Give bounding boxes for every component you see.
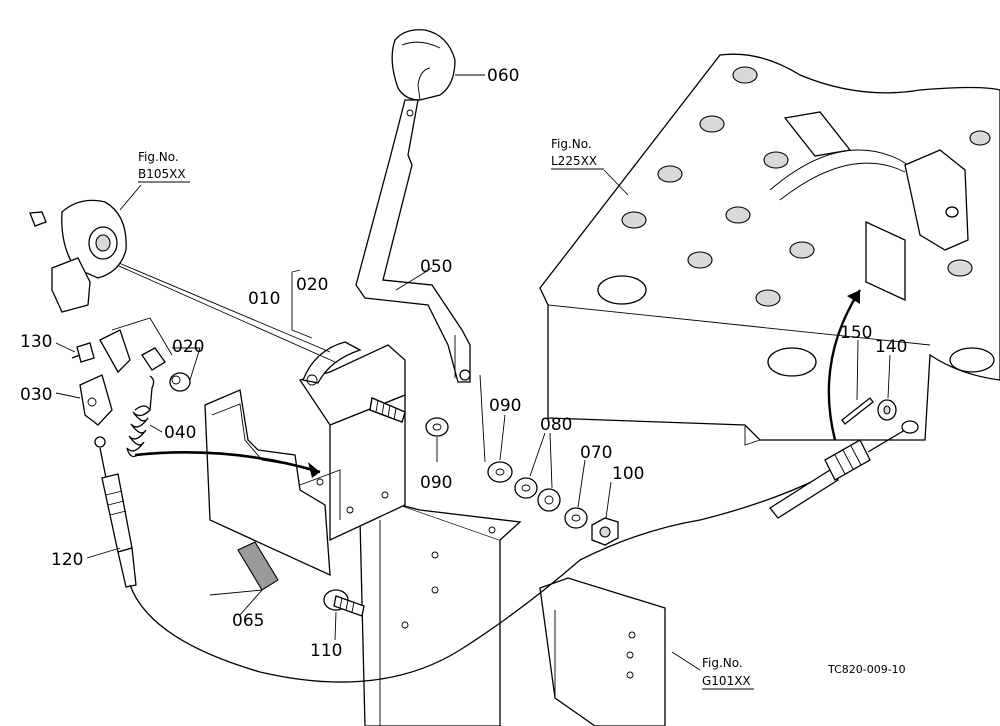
bolt-110: [323, 589, 365, 617]
washer-080-b: [537, 488, 561, 512]
label-065: 065: [232, 611, 264, 631]
shift-lever: [355, 99, 471, 383]
spring-bracket: [79, 317, 173, 426]
label-140: 140: [875, 337, 907, 357]
part-labels: 060 050 010 020 020 130 030 040 120 065 …: [20, 66, 907, 661]
label-060: 060: [487, 66, 519, 86]
control-cable: [94, 420, 919, 683]
return-spring: [126, 375, 155, 458]
drawing-code: TC820-009-10: [827, 663, 906, 676]
washer-140: [877, 399, 897, 421]
fig-ref-g101-code: G101XX: [702, 674, 751, 688]
label-090-upper: 090: [489, 396, 521, 416]
label-110: 110: [310, 641, 342, 661]
washer-080-a: [514, 477, 538, 499]
assembly-arrows: [134, 289, 862, 478]
pin-150: [841, 397, 874, 425]
fig-ref-b105-code: B105XX: [138, 167, 186, 181]
figure-references: Fig.No. B105XX Fig.No. L225XX Fig.No. G1…: [138, 137, 754, 690]
deck-platform: [539, 53, 1000, 446]
label-010: 010: [248, 289, 280, 309]
washer-090-lower: [487, 461, 513, 483]
leader-lines: [55, 74, 891, 671]
fig-ref-l225-code: L225XX: [551, 154, 597, 168]
label-150: 150: [840, 323, 872, 343]
fig-ref-g101-title: Fig.No.: [702, 656, 743, 670]
label-090-lower: 090: [420, 473, 452, 493]
main-bracket: [359, 504, 522, 726]
deck-holes: [597, 66, 995, 377]
label-130: 130: [20, 332, 52, 352]
bolt-130: [71, 342, 95, 363]
label-050: 050: [420, 257, 452, 277]
shift-knob: [391, 29, 456, 101]
linkage-rod: [99, 254, 336, 363]
label-040: 040: [164, 423, 196, 443]
label-070: 070: [580, 443, 612, 463]
label-030: 030: [20, 385, 52, 405]
label-080: 080: [540, 415, 572, 435]
washer-070: [564, 507, 588, 529]
label-120: 120: [51, 550, 83, 570]
stud-bolt: [369, 397, 406, 423]
label-100: 100: [612, 464, 644, 484]
sensor-unit: [29, 199, 127, 313]
fig-ref-l225-title: Fig.No.: [551, 137, 592, 151]
support-bracket-lower: [539, 577, 666, 726]
fig-ref-b105-title: Fig.No.: [138, 150, 179, 164]
label-020-lower: 020: [172, 337, 204, 357]
label-020-upper: 020: [296, 275, 328, 295]
washers-and-nut: [425, 417, 619, 546]
bushings: [141, 347, 191, 392]
washer-090-upper: [425, 417, 449, 437]
lever-plate-assembly: [298, 341, 406, 542]
guide-plate: [204, 389, 331, 591]
